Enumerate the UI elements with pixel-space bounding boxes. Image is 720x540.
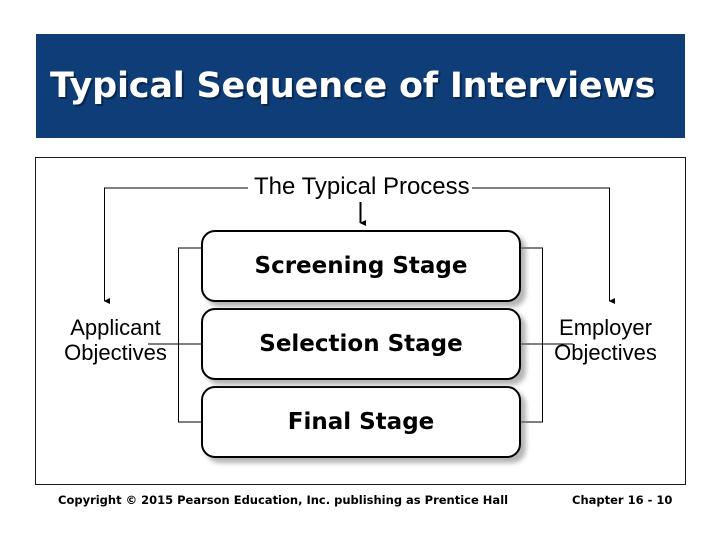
stage-label: Selection Stage [259, 331, 463, 357]
diagram-process-label: The Typical Process [254, 173, 470, 200]
diagram-connectors [103, 187, 616, 423]
slide-footer: Copyright © 2015 Pearson Education, Inc.… [0, 493, 720, 515]
footer-chapter-number: Chapter 16 - 10 [572, 493, 673, 507]
footer-copyright: Copyright © 2015 Pearson Education, Inc.… [58, 493, 509, 507]
stage-label: Final Stage [287, 409, 435, 435]
diagram-employer-objectives-label: Employer Objectives [554, 315, 657, 365]
diagram-container: The Typical Process Applicant Objectives… [35, 157, 686, 485]
diagram-applicant-objectives-label: Applicant Objectives [64, 315, 167, 365]
slide-title-bar: Typical Sequence of Interviews [36, 34, 685, 138]
stage-box-screening[interactable]: Screening Stage [201, 230, 521, 302]
stage-box-final[interactable]: Final Stage [201, 386, 521, 458]
page-title: Typical Sequence of Interviews [50, 66, 656, 106]
stage-label: Screening Stage [254, 253, 468, 279]
stage-box-selection[interactable]: Selection Stage [201, 308, 521, 380]
